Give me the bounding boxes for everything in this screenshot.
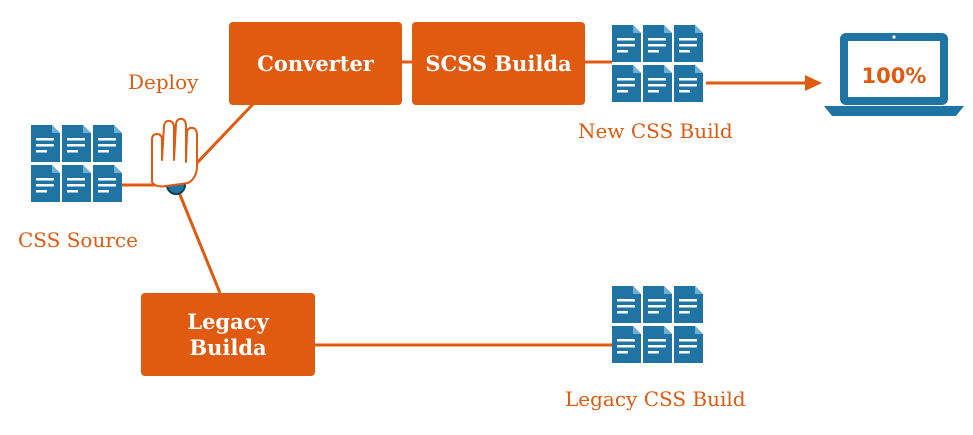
legacy-builda-node: Legacy Builda — [141, 293, 315, 376]
file-icon — [643, 326, 672, 363]
legacy-builda-label: Legacy Builda — [187, 308, 269, 360]
file-icon — [31, 165, 60, 202]
new-css-build-files — [612, 25, 703, 102]
file-icon — [62, 125, 91, 162]
file-icon — [62, 165, 91, 202]
laptop-icon — [824, 33, 964, 116]
file-icon — [674, 286, 703, 323]
file-icon — [93, 125, 122, 162]
scss-builda-label: SCSS Builda — [425, 50, 572, 76]
file-icon — [643, 286, 672, 323]
arrow-right-icon — [805, 75, 822, 91]
file-icon — [612, 25, 641, 62]
css-source-files — [31, 125, 122, 202]
file-icon — [674, 25, 703, 62]
file-icon — [674, 65, 703, 102]
css-source-label: CSS Source — [18, 228, 138, 252]
deploy-label: Deploy — [128, 70, 199, 94]
file-icon — [643, 65, 672, 102]
legacy-css-build-files — [612, 286, 703, 363]
file-icon — [643, 25, 672, 62]
new-css-build-label: New CSS Build — [578, 119, 733, 143]
laptop-screen-text: 100% — [861, 64, 927, 88]
file-icon — [93, 165, 122, 202]
file-icon — [612, 286, 641, 323]
file-icon — [31, 125, 60, 162]
converter-node: Converter — [229, 22, 402, 105]
scss-builda-node: SCSS Builda — [412, 22, 585, 105]
junction-to-legacy-line — [174, 184, 222, 294]
file-icon — [612, 326, 641, 363]
file-icon — [674, 326, 703, 363]
pointing-hand-icon — [151, 117, 198, 188]
file-icon — [612, 65, 641, 102]
converter-label: Converter — [257, 50, 374, 76]
legacy-css-build-label: Legacy CSS Build — [565, 387, 746, 411]
